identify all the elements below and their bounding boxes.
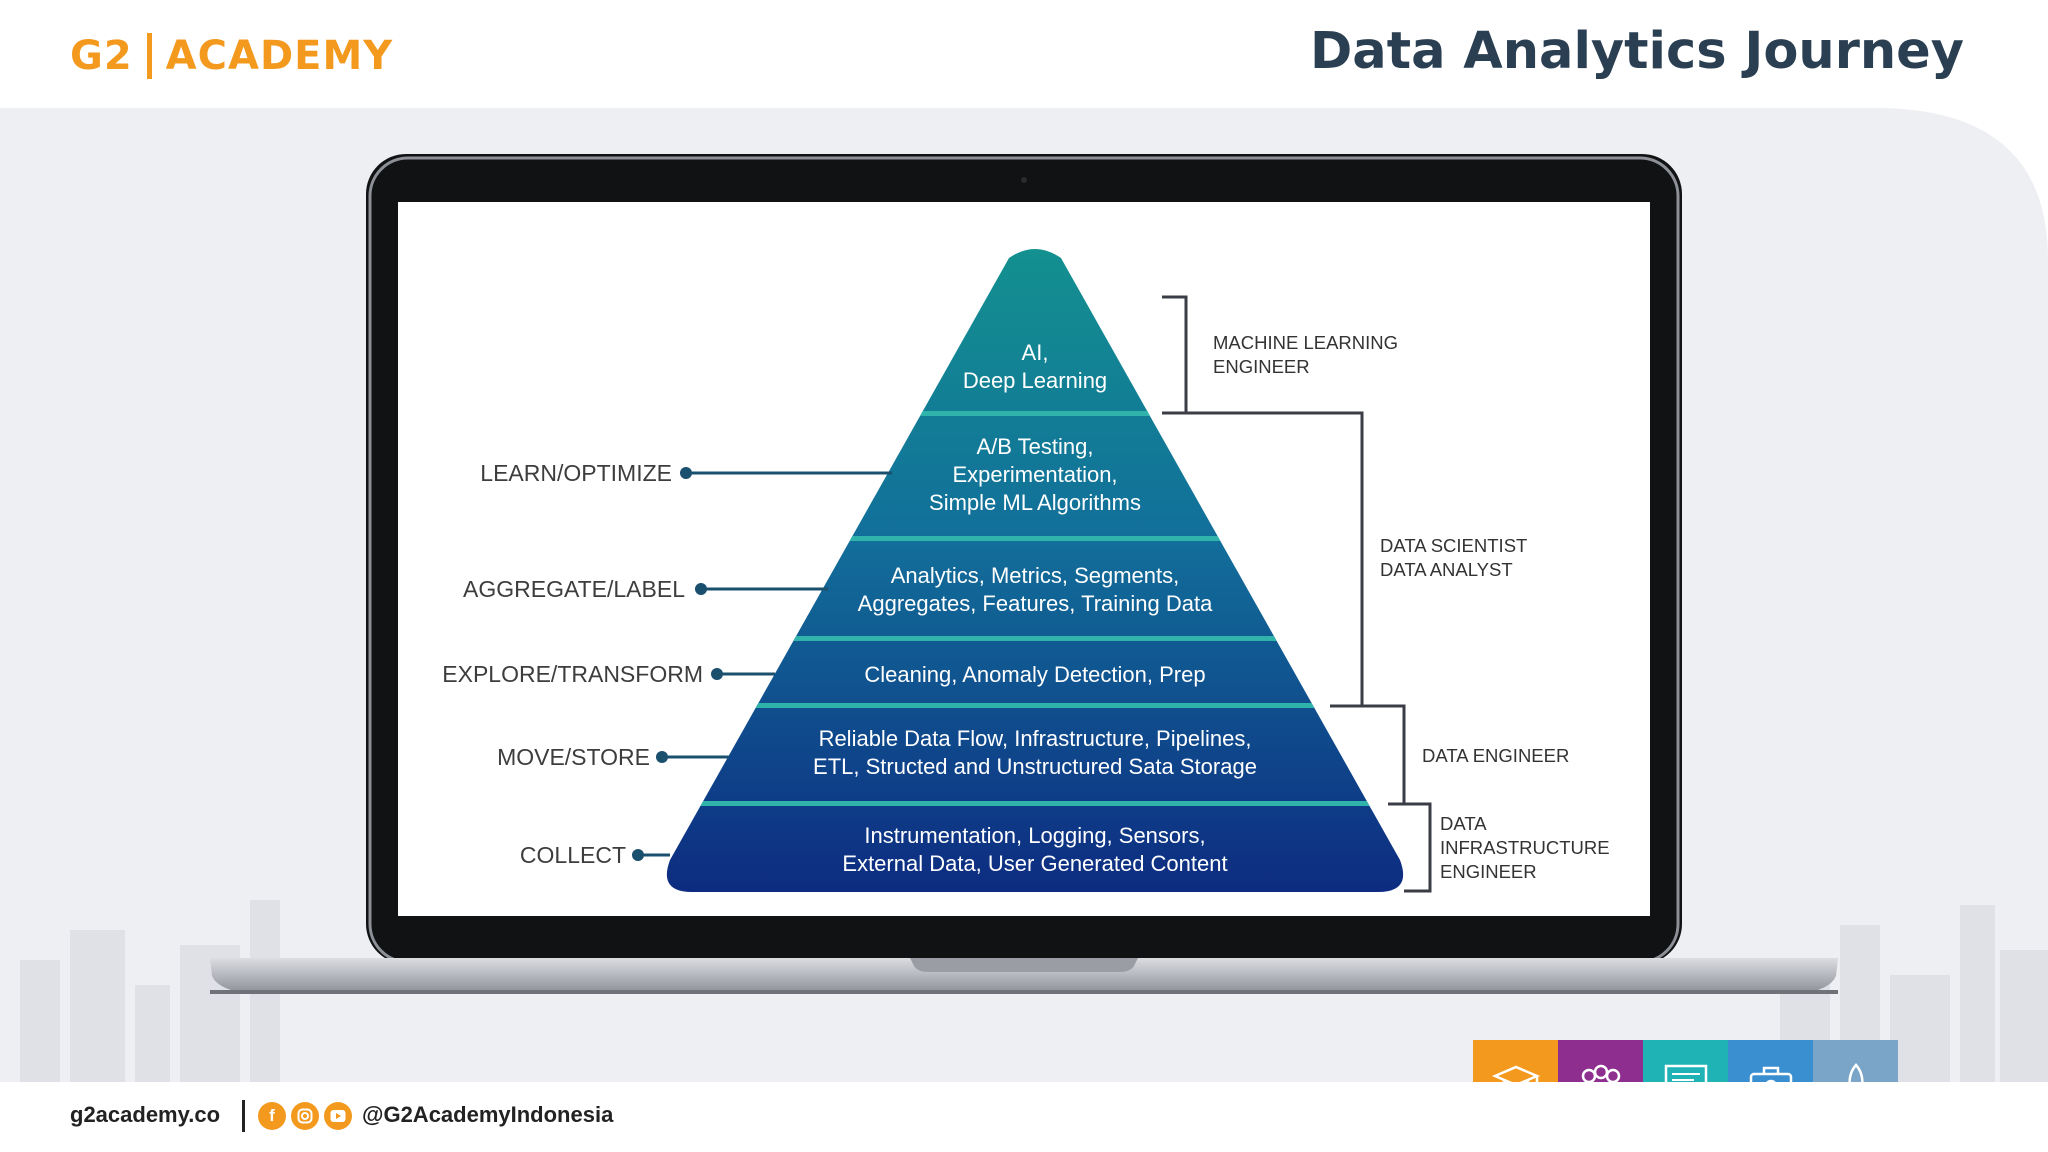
role-die-line1: DATA bbox=[1440, 813, 1487, 834]
laptop-base bbox=[210, 958, 1838, 994]
laptop-notch bbox=[910, 958, 1138, 972]
role-ml-line1: MACHINE LEARNING bbox=[1213, 332, 1398, 353]
stage-dots bbox=[632, 467, 723, 861]
role-de-line1: DATA ENGINEER bbox=[1422, 745, 1569, 766]
layer-analytics-line1: Analytics, Metrics, Segments, bbox=[891, 563, 1180, 588]
facebook-icon[interactable]: f bbox=[258, 1102, 286, 1130]
footer-divider bbox=[242, 1100, 245, 1132]
stage-move-store: MOVE/STORE bbox=[497, 744, 650, 770]
layer-ab-line3: Simple ML Algorithms bbox=[929, 490, 1141, 515]
role-ml-line2: ENGINEER bbox=[1213, 356, 1310, 377]
role-die-line3: ENGINEER bbox=[1440, 861, 1537, 882]
laptop-camera bbox=[1021, 177, 1027, 183]
role-brackets bbox=[1162, 295, 1432, 893]
stage-aggregate-label: AGGREGATE/LABEL bbox=[463, 576, 685, 602]
layer-flow-line1: Reliable Data Flow, Infrastructure, Pipe… bbox=[819, 726, 1252, 751]
layer-analytics-line2: Aggregates, Features, Training Data bbox=[858, 591, 1213, 616]
g2-academy-logo[interactable]: G2 ACADEMY bbox=[70, 30, 393, 82]
footer: g2academy.co f @G2AcademyIndonesia bbox=[0, 1082, 2048, 1152]
layer-collect-line1: Instrumentation, Logging, Sensors, bbox=[864, 823, 1205, 848]
role-ds-line2: DATA ANALYST bbox=[1380, 559, 1513, 580]
role-ds-line1: DATA SCIENTIST bbox=[1380, 535, 1527, 556]
layer-ai-line1: AI, bbox=[1022, 340, 1049, 365]
stage-collect: COLLECT bbox=[520, 842, 626, 868]
logo-g2-text: G2 bbox=[70, 33, 133, 79]
layer-cleaning-line1: Cleaning, Anomaly Detection, Prep bbox=[864, 662, 1205, 687]
stage-labels: LEARN/OPTIMIZE AGGREGATE/LABEL EXPLORE/T… bbox=[442, 460, 703, 868]
layer-ab-line1: A/B Testing, bbox=[977, 434, 1094, 459]
role-die-line2: INFRASTRUCTURE bbox=[1440, 837, 1610, 858]
page-title: Data Analytics Journey bbox=[1309, 22, 1964, 81]
social-handle[interactable]: @G2AcademyIndonesia bbox=[362, 1102, 614, 1127]
layer-collect-line2: External Data, User Generated Content bbox=[842, 851, 1227, 876]
stage-learn-optimize: LEARN/OPTIMIZE bbox=[480, 460, 672, 486]
layer-ai-line2: Deep Learning bbox=[963, 368, 1107, 393]
layer-ab-line2: Experimentation, bbox=[952, 462, 1117, 487]
instagram-icon[interactable] bbox=[291, 1102, 319, 1130]
stage-artwork: AI, Deep Learning A/B Testing, Experimen… bbox=[0, 108, 2048, 1082]
youtube-icon[interactable] bbox=[324, 1102, 352, 1130]
role-labels: MACHINE LEARNING ENGINEER DATA SCIENTIST… bbox=[1213, 332, 1610, 882]
slide-stage: AI, Deep Learning A/B Testing, Experimen… bbox=[0, 108, 2048, 1082]
logo-divider bbox=[146, 33, 152, 79]
website-link[interactable]: g2academy.co bbox=[70, 1102, 221, 1127]
logo-academy-text: ACADEMY bbox=[165, 33, 394, 79]
pyramid-layer-labels: AI, Deep Learning A/B Testing, Experimen… bbox=[813, 340, 1257, 876]
layer-flow-line2: ETL, Structed and Unstructured Sata Stor… bbox=[813, 754, 1257, 779]
stage-explore-transform: EXPLORE/TRANSFORM bbox=[442, 661, 703, 687]
header: G2 ACADEMY Data Analytics Journey bbox=[0, 0, 2048, 108]
